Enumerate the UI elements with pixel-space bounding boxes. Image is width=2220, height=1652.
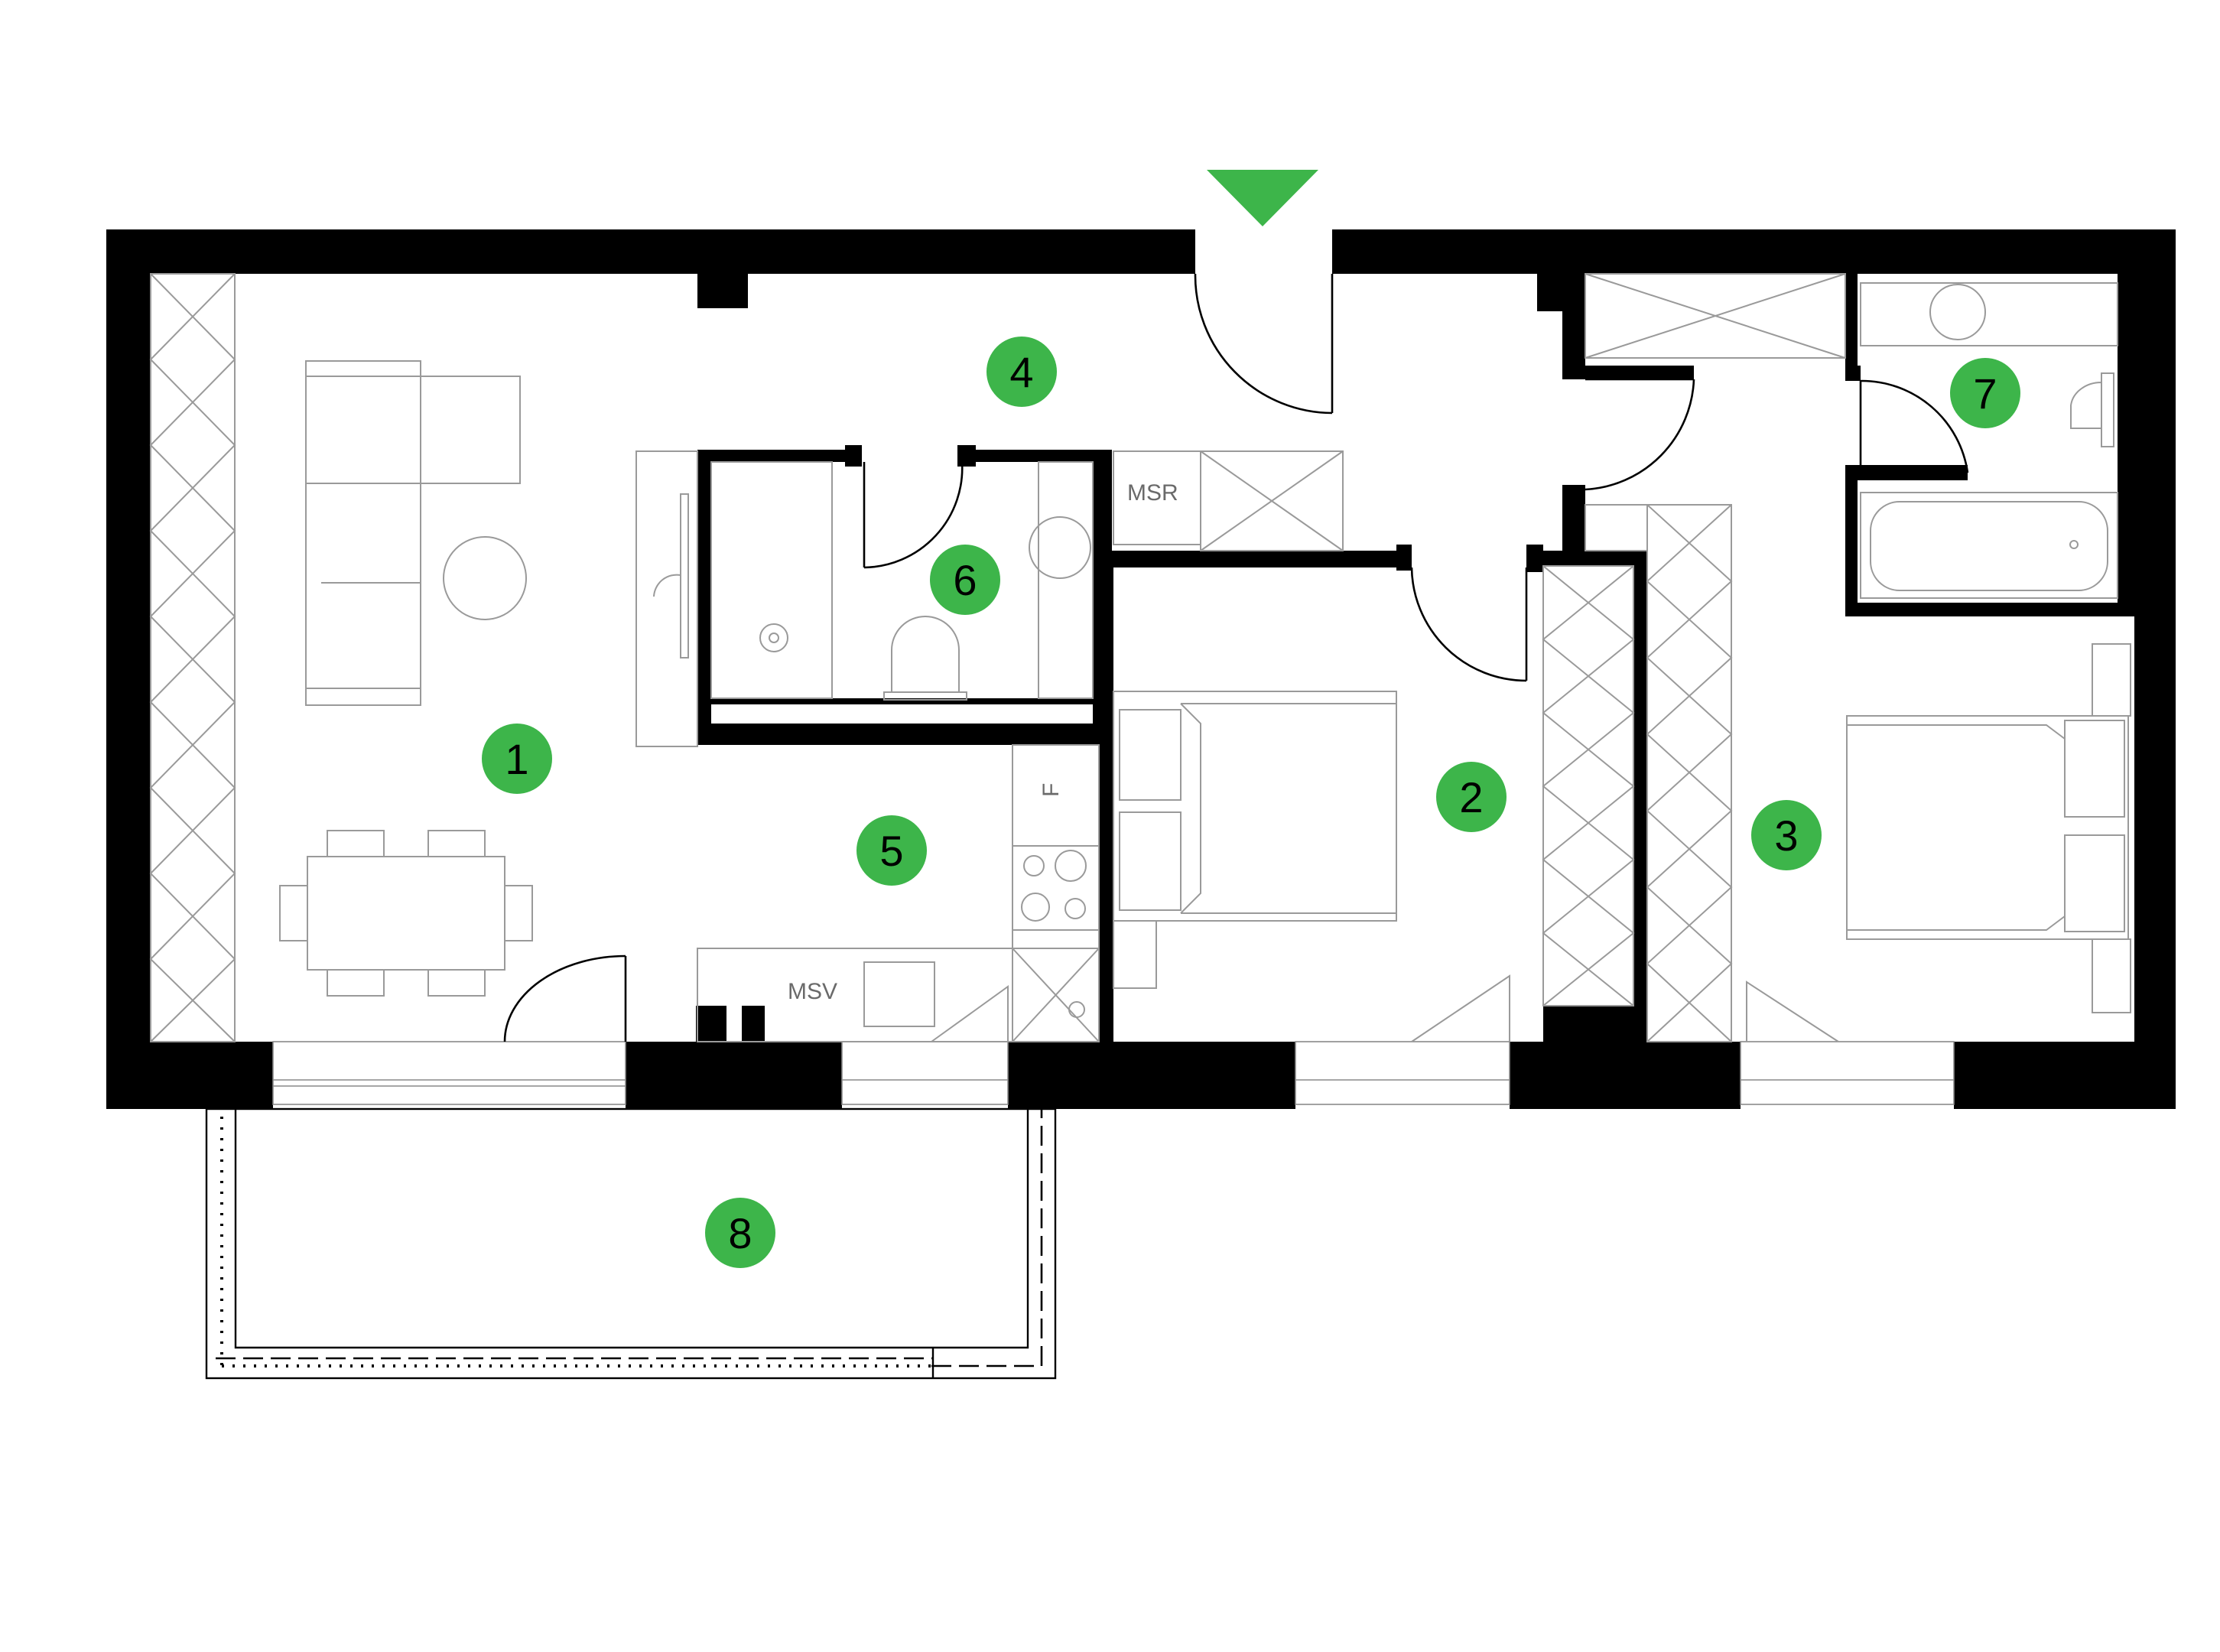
room-badge-circle bbox=[482, 724, 552, 794]
wc-wall-top-b bbox=[959, 450, 1112, 462]
room-badge-circle bbox=[1751, 800, 1822, 870]
dining-table bbox=[307, 856, 505, 971]
room-number: 5 bbox=[879, 827, 903, 875]
outer-walls bbox=[106, 229, 2176, 1109]
room-badge-circle bbox=[930, 545, 1000, 615]
bath-toilet bbox=[2070, 381, 2102, 429]
wc-wall-left bbox=[697, 450, 711, 745]
room-badge-4: 4 bbox=[986, 337, 1057, 407]
wc-wall-top-a bbox=[697, 450, 858, 462]
bath-jamb-a bbox=[1845, 366, 1861, 381]
wardrobe-top-wall bbox=[1526, 551, 1644, 566]
oven bbox=[863, 961, 935, 1027]
bath-wall-bottom bbox=[1845, 603, 2134, 616]
room-number: 1 bbox=[505, 735, 528, 783]
room-number: 6 bbox=[953, 556, 977, 604]
wc-toilet bbox=[891, 616, 960, 692]
window-kitchen bbox=[841, 1041, 1009, 1105]
tv-cabinet bbox=[635, 450, 698, 747]
room-badge-5: 5 bbox=[856, 815, 927, 886]
bottom-wall-2 bbox=[626, 1042, 842, 1109]
bath-wall-left-upper bbox=[1845, 274, 1858, 373]
wc-wall-bottom bbox=[697, 724, 1112, 745]
room-badge-circle bbox=[856, 815, 927, 886]
room-badge-1: 1 bbox=[482, 724, 552, 794]
room-badge-3: 3 bbox=[1751, 800, 1822, 870]
fridge-label: F bbox=[1038, 783, 1064, 797]
window-bedroom-2 bbox=[1295, 1041, 1510, 1105]
bathtub bbox=[1860, 492, 2118, 599]
room-badge-6: 6 bbox=[930, 545, 1000, 615]
bedroom-divider-wall bbox=[1633, 551, 1647, 1042]
wc-sink bbox=[1029, 516, 1091, 579]
room-number: 2 bbox=[1459, 773, 1483, 821]
top-wall-left bbox=[106, 229, 1191, 274]
window-bedroom-3 bbox=[1740, 1041, 1955, 1105]
room-number: 3 bbox=[1774, 811, 1798, 860]
bed-room-3 bbox=[1846, 715, 2129, 940]
room-badge-circle bbox=[1950, 358, 2020, 428]
shower bbox=[710, 461, 833, 699]
bottom-wall-5 bbox=[1954, 1042, 2176, 1109]
doors bbox=[503, 273, 1969, 1042]
bath-sink bbox=[1929, 284, 1986, 340]
wc-inner-strip bbox=[711, 698, 1093, 704]
bed-room-2 bbox=[1113, 691, 1397, 922]
interior-walls bbox=[696, 264, 2134, 1042]
column-top bbox=[697, 264, 748, 308]
wc-door-jamb-b bbox=[957, 445, 976, 467]
right-wall bbox=[2134, 229, 2176, 1109]
room-number: 7 bbox=[1973, 369, 1997, 418]
balcony-outline bbox=[205, 1107, 1057, 1380]
kitchen-bedroom-wall bbox=[1099, 551, 1113, 1042]
wardrobe-room-3 bbox=[1646, 504, 1732, 1042]
door-jamb-right bbox=[1332, 229, 1343, 274]
coffee-table bbox=[443, 536, 527, 620]
bedroom2-door-jamb bbox=[1396, 545, 1412, 571]
furniture bbox=[149, 273, 2131, 1042]
entrance-arrow-icon bbox=[1207, 170, 1318, 226]
wc-door-jamb-a bbox=[845, 445, 862, 467]
balcony bbox=[205, 1107, 1057, 1380]
room-number: 4 bbox=[1009, 348, 1033, 396]
hob bbox=[1012, 845, 1100, 931]
sofa bbox=[305, 360, 421, 706]
stub-b bbox=[742, 1006, 765, 1042]
bath-door-wall-b bbox=[1845, 465, 1968, 480]
bath-wall-right-inner bbox=[2118, 264, 2134, 616]
stub-c bbox=[1543, 1006, 1633, 1042]
hall-door-jamb bbox=[1562, 485, 1585, 503]
bottom-wall-1 bbox=[106, 1042, 273, 1109]
room-badge-circle bbox=[1436, 762, 1507, 832]
wardrobe-room-2 bbox=[1542, 565, 1634, 1006]
room-badge-8: 8 bbox=[705, 1198, 775, 1268]
wardrobe-living bbox=[150, 273, 236, 1042]
windows bbox=[272, 1041, 1955, 1105]
left-wall bbox=[106, 229, 151, 1109]
hall-wardrobe bbox=[1585, 273, 1846, 359]
window-living bbox=[272, 1041, 626, 1105]
room-badge-circle bbox=[705, 1198, 775, 1268]
door-jamb-left bbox=[1185, 229, 1195, 274]
room-badge-2: 2 bbox=[1436, 762, 1507, 832]
room-number: 8 bbox=[728, 1209, 752, 1257]
msv-label: MSV bbox=[788, 979, 837, 1004]
bath-door-wall bbox=[1562, 366, 1694, 379]
top-wall-right bbox=[1332, 229, 2176, 274]
msr-label: MSR bbox=[1127, 480, 1178, 506]
stub-a bbox=[696, 1006, 726, 1042]
bath-counter bbox=[1860, 282, 2118, 346]
room-badge-7: 7 bbox=[1950, 358, 2020, 428]
wardrobe-door-jamb bbox=[1526, 545, 1543, 572]
bottom-wall-3 bbox=[1008, 1042, 1295, 1109]
bedroom2-top-wall bbox=[1113, 551, 1406, 567]
hall-right-wall-upper bbox=[1562, 274, 1585, 373]
bath-wall-left-lower bbox=[1845, 471, 1858, 616]
bottom-wall-4 bbox=[1510, 1042, 1741, 1109]
room-badge-circle bbox=[986, 337, 1057, 407]
